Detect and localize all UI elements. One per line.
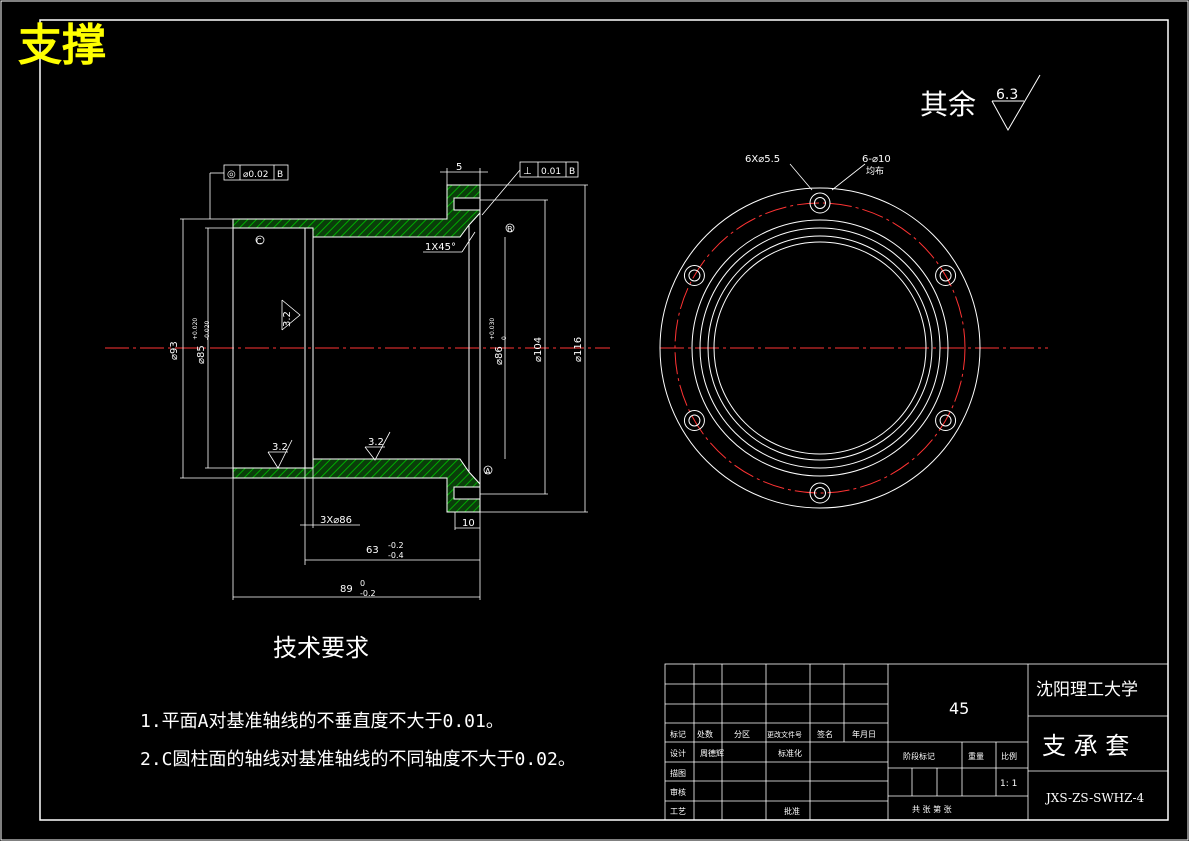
dim-len-63-tol-upper: -0.2: [388, 541, 404, 550]
tb-label-sheets: 共 张 第 张: [912, 804, 952, 814]
svg-text:B: B: [569, 167, 575, 177]
dim-d116: ⌀116: [573, 337, 584, 362]
tb-drawing-no: JXS-ZS-SWHZ-4: [1044, 791, 1145, 805]
section-view: ⌀93 ⌀85 +0.020 -0.020 ⌀86 +0.030 0 ⌀104 …: [105, 161, 610, 600]
roughness-note: 其余 6.3: [920, 74, 1041, 132]
bolt-hole-circle: [688, 269, 701, 282]
roughness-note-label: 其余: [920, 88, 976, 121]
tb-label-scale: 比例: [1001, 751, 1017, 761]
tb-material: 45: [949, 699, 969, 718]
svg-text:3.2: 3.2: [282, 311, 293, 327]
tb-label-approve: 批准: [784, 806, 800, 816]
tb-label-sign: 签名: [817, 729, 833, 739]
dim-chamfer: 1X45°: [425, 242, 456, 253]
title-block-text: 45 沈阳理工大学 支 承 套 JXS-ZS-SWHZ-4 1: 1 标记 处数…: [670, 680, 1145, 816]
title-block: [664, 663, 1169, 821]
tb-label-design: 设计: [670, 748, 686, 758]
dim-flange-width: 5: [456, 162, 462, 173]
tb-label-change-doc: 更改文件号: [767, 730, 802, 739]
tb-label-weight: 重量: [968, 751, 984, 761]
outer-flange-circle: [659, 187, 981, 509]
tb-label-mark: 标记: [670, 729, 686, 739]
bolt-hole-circle: [814, 197, 826, 209]
lower-wall-hatch: [232, 458, 481, 513]
svg-text:3.2: 3.2: [368, 437, 384, 448]
dim-flange-thk: 10: [462, 518, 475, 529]
counterbore-circle: [683, 410, 705, 431]
dim-d85: ⌀85: [196, 345, 207, 364]
tb-label-count: 处数: [697, 729, 713, 739]
svg-text:B: B: [277, 170, 283, 180]
rough-bottom-mid-symbol: 3.2: [364, 431, 391, 461]
datum-a: A: [485, 467, 491, 476]
corner-title: 支撑: [18, 20, 106, 71]
rough-bore-symbol: 3.2: [281, 299, 301, 331]
tech-item-2: 2.C圆柱面的轴线对基准轴线的不同轴度不大于0.02。: [140, 749, 576, 770]
dim-d85-tol-upper: +0.020: [192, 318, 199, 340]
tb-scale: 1: 1: [1000, 779, 1017, 789]
counterbore-circle: [683, 265, 705, 286]
dim-len-63-tol-lower: -0.4: [388, 551, 404, 560]
inner-frame: [39, 19, 1169, 821]
tb-label-standardize: 标准化: [778, 748, 802, 758]
tb-label-stage: 阶段标记: [903, 751, 935, 761]
dim-d104: ⌀104: [533, 337, 544, 362]
dim-d86: ⌀86: [494, 346, 505, 365]
tol-frame-perpendicular: ⊥ 0.01 B: [481, 161, 579, 216]
svg-text:0.01: 0.01: [541, 167, 561, 177]
tech-item-1: 1.平面A对基准轴线的不垂直度不大于0.01。: [140, 711, 504, 732]
tb-label-review: 审核: [670, 787, 686, 797]
upper-wall-hatch: [232, 184, 481, 238]
svg-text:⌀0.02: ⌀0.02: [243, 170, 268, 180]
end-view: 6X⌀5.5 6-⌀10 均布: [659, 154, 1048, 509]
bolt-hole-circle: [688, 414, 701, 427]
bolt-holes: [683, 192, 957, 504]
tb-label-date: 年月日: [852, 729, 876, 739]
rough-bottom-left-symbol: 3.2: [267, 439, 293, 469]
tb-part-name: 支 承 套: [1042, 732, 1129, 760]
counterbore-circle: [935, 410, 957, 431]
dim-d86-tol-lower: 0: [501, 336, 508, 340]
ring-1: [691, 219, 949, 477]
roughness-note-value: 6.3: [996, 87, 1018, 103]
tb-university: 沈阳理工大学: [1036, 680, 1138, 700]
dim-d93: ⌀93: [169, 341, 180, 360]
tb-label-zone: 分区: [734, 730, 750, 739]
svg-text:⊥: ⊥: [523, 166, 532, 177]
tb-designer: 周德辉: [700, 748, 724, 758]
dim-len-63: 63: [366, 545, 379, 556]
svg-text:◎: ◎: [227, 169, 236, 180]
counterbore-note: 均布: [866, 165, 884, 177]
datum-b: B: [507, 225, 513, 234]
tb-label-process: 工艺: [670, 807, 686, 816]
tol-frame-coaxial: ◎ ⌀0.02 B: [209, 164, 289, 219]
ring-4: [713, 241, 927, 455]
counterbore-circle: [809, 192, 831, 214]
svg-text:3.2: 3.2: [272, 442, 288, 453]
counterbore-circle: [935, 265, 957, 286]
dim-len-89-tol-upper: 0: [360, 579, 365, 588]
datum-c: C: [256, 237, 262, 246]
dim-groove: 3X⌀86: [320, 515, 352, 526]
dim-d86-tol-upper: +0.030: [489, 318, 496, 340]
counterbore-circle: [809, 482, 831, 504]
dim-len-89-tol-lower: -0.2: [360, 589, 376, 598]
tech-heading: 技术要求: [273, 634, 369, 662]
bolt-circle: [674, 202, 966, 494]
ring-2: [699, 227, 941, 469]
dim-len-89: 89: [340, 584, 353, 595]
bolt-hole-circle: [939, 414, 952, 427]
bolt-hole-circle: [814, 487, 826, 499]
tb-label-draw: 描图: [670, 768, 686, 778]
counterbore-label: 6-⌀10: [862, 154, 891, 165]
dim-d85-tol-lower: -0.020: [204, 320, 211, 340]
bolt-hole-circle: [939, 269, 952, 282]
ring-3: [707, 235, 933, 461]
holes-label: 6X⌀5.5: [745, 154, 780, 165]
